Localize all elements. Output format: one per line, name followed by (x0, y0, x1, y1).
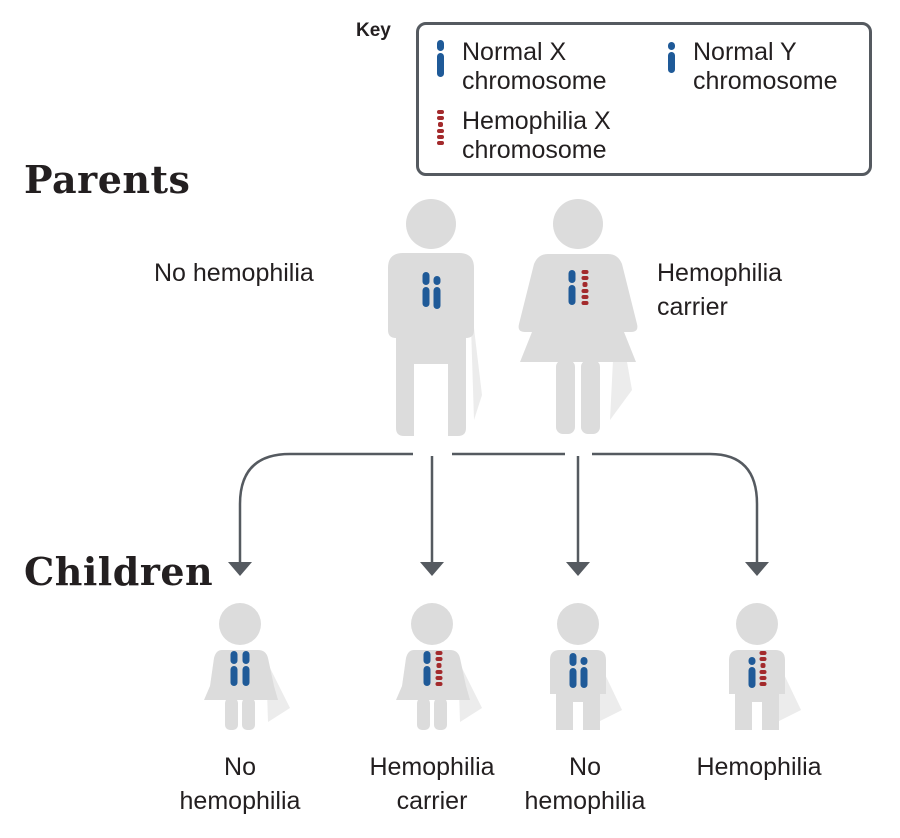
normal-x-chromosome-icon (437, 40, 444, 77)
normal-y-chromosome-icon (668, 42, 675, 73)
key-item-label: Normal Y (693, 38, 797, 66)
key-item-hemophilia-x: Hemophilia X chromosome (462, 107, 611, 165)
child-label-3: No hemophilia (505, 750, 665, 818)
mother-label-line: carrier (657, 293, 728, 321)
father-figure (388, 199, 482, 436)
child-figure-1 (204, 603, 290, 730)
child-label-2: Hemophilia carrier (347, 750, 517, 818)
key-item-label: chromosome (693, 67, 838, 95)
child-figure-2 (396, 603, 482, 730)
key-item-label: Hemophilia X (462, 107, 611, 135)
key-title: Key (356, 20, 391, 41)
child-label-line: carrier (396, 787, 468, 815)
child-label-line: Hemophilia (696, 753, 822, 781)
key-item-normal-y: Normal Y chromosome (693, 38, 838, 96)
key-item-normal-x: Normal X chromosome (462, 38, 607, 96)
children-heading: Children (24, 549, 214, 594)
key-item-label: Normal X (462, 38, 567, 66)
child-label-4: Hemophilia (674, 750, 844, 784)
child-label-line: No (224, 753, 256, 781)
child-label-line: hemophilia (179, 787, 301, 815)
parents-heading: Parents (24, 157, 191, 202)
child-label-line: hemophilia (524, 787, 646, 815)
child-label-1: No hemophilia (160, 750, 320, 818)
mother-normal-x-chromosome (568, 270, 576, 305)
father-x-chromosome (422, 272, 430, 307)
father-label: No hemophilia (154, 259, 314, 287)
mother-label-line: Hemophilia (657, 259, 783, 287)
key-item-label: chromosome (462, 136, 607, 164)
father-y-chromosome (433, 276, 441, 309)
mother-label: Hemophilia carrier (657, 256, 782, 324)
arrow-heads (228, 562, 769, 576)
mother-figure (518, 199, 638, 434)
child-label-line: No (569, 753, 601, 781)
child-figure-4 (729, 603, 801, 730)
key-box (416, 22, 872, 176)
key-item-label: chromosome (462, 67, 607, 95)
child-figure-3 (550, 603, 622, 730)
inheritance-arrows (238, 452, 759, 562)
child-label-line: Hemophilia (369, 753, 495, 781)
